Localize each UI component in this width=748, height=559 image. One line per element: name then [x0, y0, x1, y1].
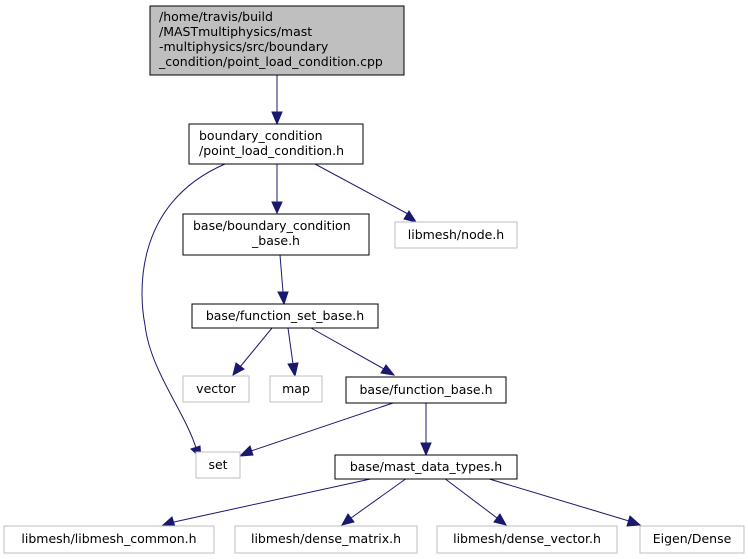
node-mast-data-types-h[interactable]: base/mast_data_types.h: [334, 454, 518, 480]
edge-function-set-base-to-vector: [232, 327, 273, 376]
node-set[interactable]: set: [195, 451, 241, 479]
node-line: base/boundary_condition: [193, 218, 351, 233]
node-boundary-condition-base-h[interactable]: base/boundary_condition _base.h: [182, 213, 370, 256]
node-line: base/function_set_base.h: [206, 308, 364, 323]
node-line: libmesh/libmesh_common.h: [21, 531, 196, 546]
node-libmesh-node-h[interactable]: libmesh/node.h: [394, 221, 518, 249]
edge-function-base-to-mast-data-types: [420, 403, 432, 457]
edge-point-load-to-bc-base: [271, 164, 283, 215]
edge-mast-data-types-to-dense-matrix: [341, 477, 408, 526]
edge-root-to-point-load: [271, 75, 283, 126]
node-line: /point_load_condition.h: [199, 143, 344, 158]
node-line: _base.h: [251, 233, 300, 248]
node-line: vector: [196, 381, 237, 396]
node-line: map: [282, 381, 310, 396]
node-libmesh-common-h[interactable]: libmesh/libmesh_common.h: [3, 525, 215, 554]
node-function-set-base-h[interactable]: base/function_set_base.h: [191, 303, 379, 329]
edge-mast-data-types-to-dense-vector: [443, 477, 507, 526]
node-line: /home/travis/build: [159, 9, 273, 24]
edge-function-set-base-to-map: [287, 327, 299, 378]
node-line: /MASTmultiphysics/mast: [159, 24, 312, 39]
node-line: base/function_base.h: [359, 382, 492, 397]
node-line: _condition/point_load_condition.cpp: [158, 54, 383, 69]
node-vector[interactable]: vector: [182, 375, 250, 403]
edge-function-base-to-set: [238, 402, 394, 457]
node-point-load-condition-h[interactable]: boundary_condition /point_load_condition…: [188, 123, 364, 165]
edge-mast-data-types-to-libmesh-common: [160, 477, 376, 528]
edge-point-load-to-node: [314, 163, 418, 223]
node-line: set: [208, 457, 227, 472]
node-line: boundary_condition: [199, 128, 323, 143]
node-point-load-condition-cpp[interactable]: /home/travis/build /MASTmultiphysics/mas…: [149, 5, 405, 76]
node-line: Eigen/Dense: [653, 531, 732, 546]
node-map[interactable]: map: [269, 375, 323, 403]
node-line: libmesh/dense_vector.h: [453, 531, 601, 546]
edge-mast-data-types-to-eigen-dense: [485, 477, 642, 527]
node-line: libmesh/node.h: [408, 227, 504, 242]
node-function-base-h[interactable]: base/function_base.h: [345, 376, 507, 404]
node-line: -multiphysics/src/boundary: [159, 39, 329, 54]
edge-bc-base-to-function-set-base: [277, 254, 289, 306]
node-dense-vector-h[interactable]: libmesh/dense_vector.h: [436, 525, 618, 554]
edge-function-set-base-to-function-base: [310, 327, 396, 376]
node-line: base/mast_data_types.h: [350, 459, 502, 474]
node-line: libmesh/dense_matrix.h: [251, 531, 401, 546]
node-eigen-dense[interactable]: Eigen/Dense: [639, 525, 745, 554]
node-dense-matrix-h[interactable]: libmesh/dense_matrix.h: [234, 525, 418, 554]
